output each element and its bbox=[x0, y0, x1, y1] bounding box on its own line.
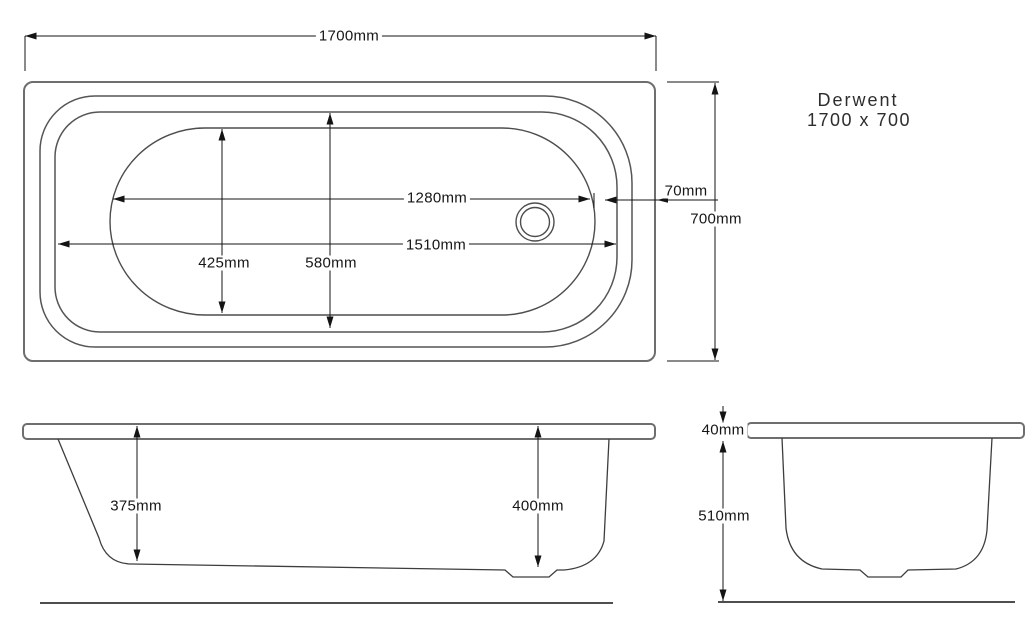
side-rim-bar bbox=[22, 423, 656, 440]
dim-label-basin-floor-width: 425mm bbox=[195, 255, 253, 271]
product-size: 1700 x 700 bbox=[806, 110, 912, 130]
side-body-outline bbox=[57, 438, 610, 578]
dim-label-depth-head: 375mm bbox=[107, 498, 165, 514]
end-body-outline bbox=[781, 437, 993, 578]
dim-arrowhead bbox=[657, 197, 668, 203]
dim-label-depth-drain: 400mm bbox=[509, 498, 567, 514]
drain-icon bbox=[515, 202, 555, 242]
plan-outer-edge bbox=[23, 81, 656, 362]
plan-rim-inner-line bbox=[54, 111, 618, 333]
side-dimensions bbox=[133, 426, 542, 567]
dim-label-rim-thickness: 40mm bbox=[698, 422, 748, 438]
dim-label-overall-length: 1700mm bbox=[315, 28, 383, 44]
end-elevation bbox=[718, 422, 1025, 603]
dim-label-height-below-rim: 510mm bbox=[695, 508, 753, 524]
plan-rim-outer-line bbox=[39, 95, 633, 348]
product-name: Derwent bbox=[817, 90, 899, 110]
plan-dimensions bbox=[24, 32, 719, 362]
dim-label-overall-width: 700mm bbox=[687, 211, 745, 227]
plan-basin-floor bbox=[109, 127, 596, 316]
side-elevation bbox=[22, 423, 656, 604]
dim-label-basin-rim-length: 1510mm bbox=[402, 237, 470, 253]
dim-label-rim-edge-offset: 70mm bbox=[661, 183, 711, 199]
dim-label-basin-floor-length: 1280mm bbox=[403, 190, 471, 206]
end-rim-bar bbox=[746, 422, 1025, 439]
dim-label-basin-rim-width: 580mm bbox=[302, 255, 360, 271]
plan-view bbox=[23, 81, 656, 362]
